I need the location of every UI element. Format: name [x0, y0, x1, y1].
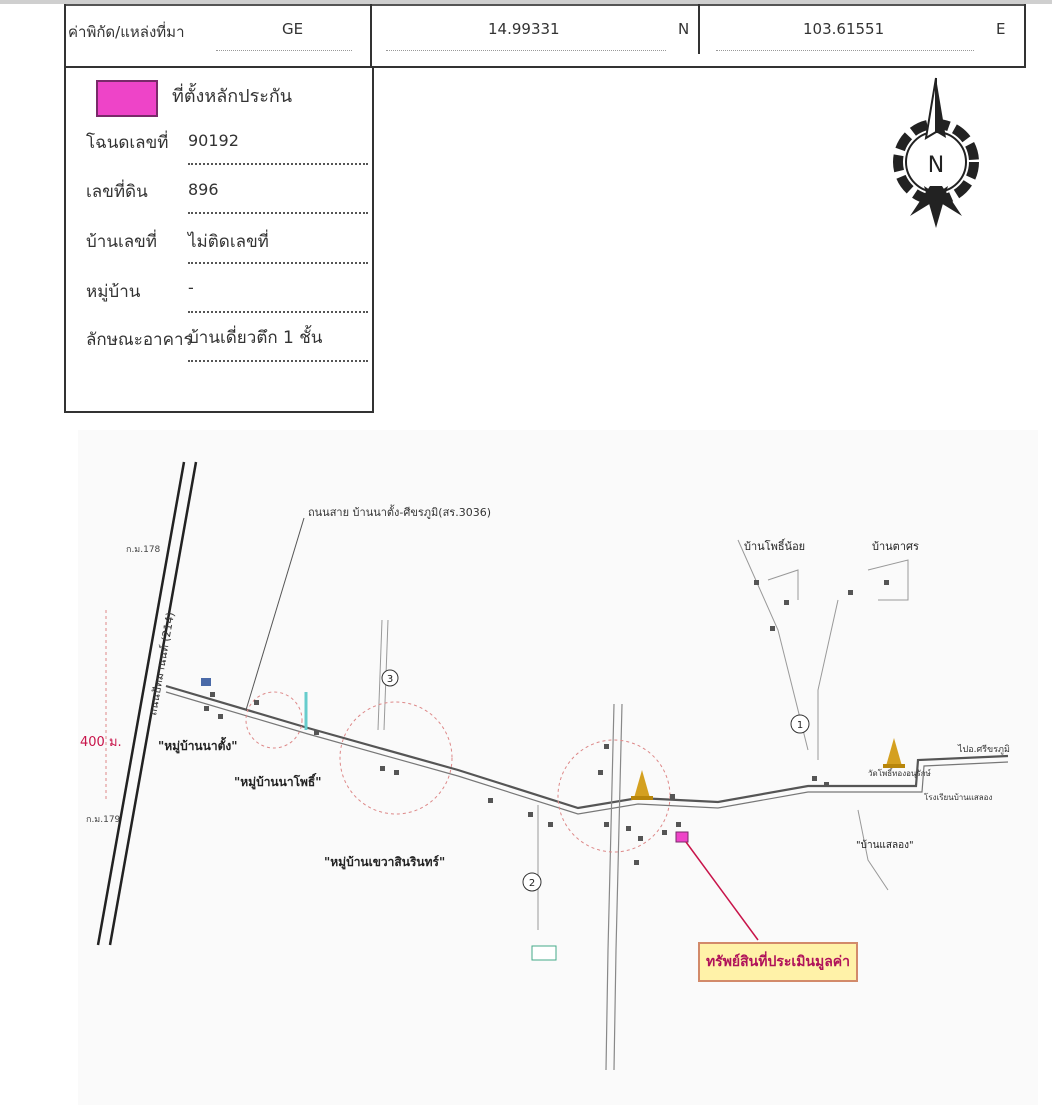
house-number-label: บ้านเลขที่ — [86, 232, 158, 252]
property-info-box: ที่ตั้งหลักประกัน โฉนดเลขที่ 90192 เลขที… — [64, 67, 374, 413]
village-value: - — [188, 278, 194, 297]
divider — [370, 4, 372, 68]
north-arrow-icon: N — [886, 76, 986, 232]
deed-number-value: 90192 — [188, 131, 239, 150]
road-title: ถนนสาย บ้านนาตั้ง-ศีขรภูมิ(สร.3036) — [308, 504, 491, 519]
header-rule — [64, 4, 1026, 6]
dotted-line — [188, 212, 368, 214]
village-label-2: "หมู่บ้านนาโพธิ์" — [234, 773, 322, 790]
divider — [698, 4, 700, 54]
km-marker-top: ก.ม.178 — [126, 545, 161, 555]
marker-3: 3 — [387, 674, 393, 685]
village-label-ne2: บ้านตาศร — [872, 540, 919, 553]
dotted-line — [386, 50, 666, 51]
dotted-line — [188, 311, 368, 313]
latitude-dir: N — [678, 20, 690, 38]
dotted-line — [188, 262, 368, 264]
coordinates-header: ค่าพิกัด/แหล่งที่มา GE 14.99331 N 103.61… — [0, 0, 1052, 68]
village-label-1: "หมู่บ้านนาตั้ง" — [158, 736, 237, 754]
house-number-value: ไม่ติดเลขที่ — [188, 232, 269, 252]
temple-icon — [631, 770, 653, 800]
marker-1: 1 — [797, 720, 803, 731]
divider — [1024, 4, 1026, 68]
legend-swatch — [96, 80, 158, 117]
deed-number-label: โฉนดเลขที่ — [86, 133, 169, 153]
km-marker-bottom: ก.ม.179 — [86, 815, 121, 825]
header-bottom-rule — [64, 66, 1026, 68]
dotted-line — [716, 50, 974, 51]
divider — [64, 4, 66, 68]
longitude-dir: E — [996, 20, 1006, 38]
to-city-label: ไปอ.ศรีขรภูมิ — [957, 744, 1010, 755]
coord-source: GE — [282, 20, 304, 38]
village-label-3: "หมู่บ้านเขวาสินรินทร์" — [324, 855, 445, 870]
land-number-value: 896 — [188, 180, 219, 199]
village-label-ne1: บ้านโพธิ์น้อย — [744, 538, 805, 553]
land-number-label: เลขที่ดิน — [86, 182, 148, 202]
village-label-se: "บ้านแสลอง" — [856, 839, 914, 851]
main-road — [165, 684, 1009, 810]
coord-label: ค่าพิกัด/แหล่งที่มา — [68, 23, 185, 41]
compass-letter: N — [928, 153, 944, 178]
callout-leader — [685, 841, 759, 941]
distance-label: 400 ม. — [80, 735, 122, 750]
subject-property-marker — [675, 831, 689, 843]
dotted-line — [216, 50, 352, 51]
marker-2: 2 — [529, 878, 535, 889]
school-label: โรงเรียนบ้านแสลอง — [924, 792, 992, 802]
location-map: ถนนปัทมานนท์ (214) ก.ม.178 ก.ม.179 400 ม… — [78, 430, 1038, 1105]
highway-214 — [96, 461, 198, 946]
building-icons — [201, 580, 889, 961]
village-label: หมู่บ้าน — [86, 282, 141, 302]
latitude-value: 14.99331 — [488, 20, 560, 38]
temple-label: วัดโพธิ์ทองอนุรักษ์ — [868, 767, 931, 778]
building-type-label: ลักษณะอาคาร — [86, 330, 193, 350]
temple-icon — [883, 738, 905, 768]
longitude-value: 103.61551 — [803, 20, 885, 38]
legend-label: ที่ตั้งหลักประกัน — [172, 86, 293, 107]
building-type-value: บ้านเดี่ยวตึก 1 ชั้น — [188, 328, 323, 348]
dotted-line — [188, 360, 368, 362]
assessed-property-callout: ทรัพย์สินที่ประเมินมูลค่า — [698, 942, 858, 982]
dotted-line — [188, 163, 368, 165]
top-border — [0, 0, 1052, 4]
